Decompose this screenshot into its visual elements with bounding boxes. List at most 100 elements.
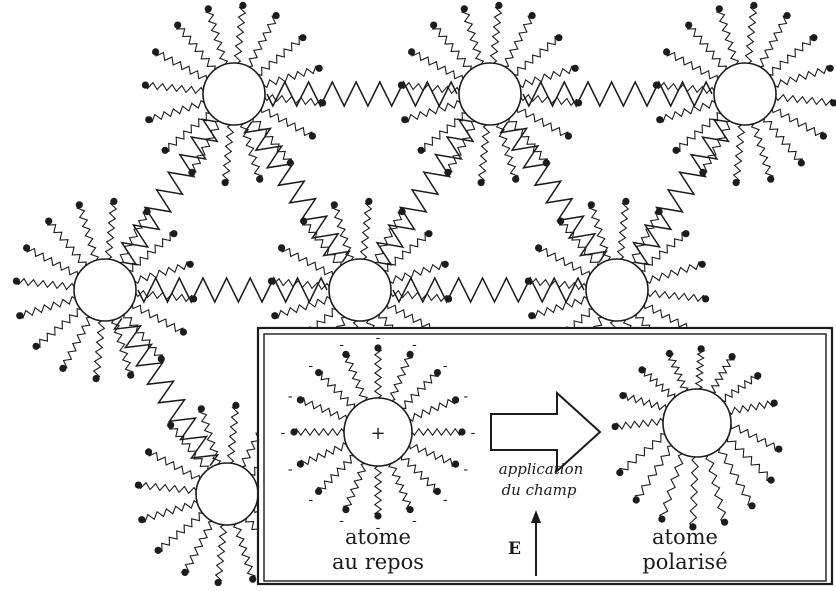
nucleus bbox=[328, 258, 392, 322]
electron-charge-sign: - bbox=[308, 358, 313, 374]
electron-spring bbox=[359, 200, 373, 260]
electron-dot bbox=[655, 208, 663, 216]
electron-spring bbox=[264, 93, 324, 107]
electron-dot bbox=[408, 48, 416, 56]
electron-spring bbox=[157, 512, 204, 553]
electron-spring bbox=[520, 93, 580, 107]
electron-dot bbox=[406, 350, 414, 358]
electron-dot bbox=[138, 516, 146, 524]
electron-dot bbox=[179, 328, 187, 336]
field-vector-arrowhead bbox=[531, 510, 541, 523]
lattice-atom bbox=[12, 197, 198, 383]
electron-spring bbox=[614, 417, 664, 431]
electron-spring bbox=[35, 308, 82, 349]
electron-spring bbox=[388, 463, 412, 511]
electron-spring bbox=[131, 304, 184, 333]
nucleus-charge-sign: + bbox=[370, 423, 385, 444]
electron-spring bbox=[411, 427, 463, 437]
inset-frame-inner bbox=[263, 333, 827, 582]
electron-dot bbox=[810, 34, 818, 42]
electron-dot bbox=[330, 201, 338, 209]
electron-spring bbox=[184, 520, 213, 573]
electron-dot bbox=[689, 523, 697, 531]
electron-spring bbox=[221, 124, 235, 184]
electron-spring bbox=[763, 117, 804, 164]
electron-spring bbox=[155, 51, 208, 80]
nucleus bbox=[458, 62, 522, 126]
electron-dot bbox=[315, 487, 323, 495]
lattice-spring bbox=[375, 118, 475, 266]
electron-charge-sign: - bbox=[308, 492, 313, 508]
electron-dot bbox=[652, 81, 661, 89]
lattice-atom bbox=[397, 1, 583, 187]
electron-dot bbox=[319, 99, 327, 107]
electron-dot bbox=[271, 312, 279, 320]
electron-dot bbox=[611, 423, 619, 431]
electron-spring bbox=[774, 65, 831, 89]
electron-dot bbox=[154, 546, 162, 554]
electron-spring bbox=[744, 4, 758, 64]
electron-dot bbox=[300, 217, 308, 225]
electron-dot bbox=[528, 312, 536, 320]
electron-spring bbox=[411, 51, 464, 80]
nucleus bbox=[343, 397, 413, 467]
electron-dot bbox=[296, 460, 304, 468]
electron-dot bbox=[433, 369, 441, 377]
electron-dot bbox=[299, 34, 307, 42]
arrow-label-line1: application bbox=[499, 460, 584, 478]
arrow-label-line2: du champ bbox=[502, 481, 577, 499]
electron-dot bbox=[571, 64, 579, 72]
electron-spring bbox=[634, 445, 672, 501]
electron-dot bbox=[754, 372, 762, 380]
electron-dot bbox=[587, 201, 595, 209]
electron-dot bbox=[619, 392, 627, 400]
electron-spring bbox=[655, 81, 715, 95]
electron-dot bbox=[663, 48, 671, 56]
electron-dot bbox=[161, 146, 169, 154]
electron-spring bbox=[732, 124, 746, 184]
electron-dot bbox=[214, 579, 222, 587]
electron-spring bbox=[252, 117, 293, 164]
electron-spring bbox=[431, 24, 472, 71]
electron-dot bbox=[632, 496, 640, 504]
electron-dot bbox=[204, 5, 212, 13]
lattice-atom bbox=[141, 1, 327, 187]
electron-charge-sign: - bbox=[376, 520, 381, 536]
electron-dot bbox=[190, 295, 198, 303]
electron-spring bbox=[647, 289, 707, 303]
nucleus bbox=[585, 258, 649, 322]
electron-spring bbox=[447, 120, 476, 173]
electron-spring bbox=[119, 211, 148, 264]
electron-spring bbox=[516, 108, 569, 137]
electron-spring bbox=[148, 99, 205, 123]
electron-dot bbox=[433, 487, 441, 495]
electron-dot bbox=[445, 295, 453, 303]
electron-spring bbox=[716, 8, 740, 65]
electron-spring bbox=[293, 427, 345, 437]
electron-dot bbox=[45, 217, 53, 225]
electron-spring bbox=[694, 348, 706, 390]
electron-spring bbox=[144, 81, 204, 95]
electron-spring bbox=[281, 247, 334, 276]
electron-spring bbox=[214, 524, 228, 584]
electron-spring bbox=[640, 231, 687, 272]
electron-dot bbox=[748, 502, 756, 510]
electron-dot bbox=[622, 197, 630, 205]
lattice-spring bbox=[499, 121, 608, 263]
electron-spring bbox=[495, 123, 519, 180]
electron-dot bbox=[232, 401, 240, 409]
electron-dot bbox=[75, 201, 83, 209]
electron-spring bbox=[675, 112, 722, 153]
electron-dot bbox=[430, 21, 438, 29]
electron-spring bbox=[420, 112, 467, 153]
electron-spring bbox=[191, 120, 220, 173]
electron-spring bbox=[232, 523, 256, 580]
electron-spring bbox=[128, 231, 175, 272]
electron-dot bbox=[23, 244, 31, 252]
electron-dot bbox=[170, 230, 178, 238]
electron-dot bbox=[145, 448, 153, 456]
electron-dot bbox=[616, 469, 624, 477]
electron-dot bbox=[417, 146, 425, 154]
electron-dot bbox=[256, 175, 264, 183]
